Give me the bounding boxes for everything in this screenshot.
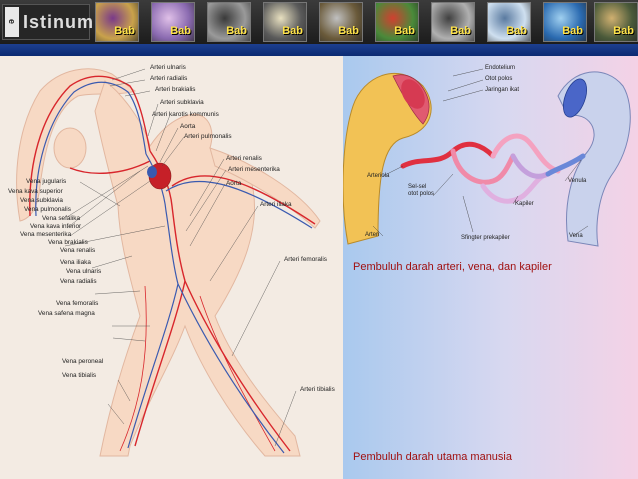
vessel-part-label: Kapiler	[515, 201, 534, 207]
vessel-part-label: Sfingter prekapiler	[461, 235, 510, 241]
vein-label: Vena kava superior	[8, 188, 63, 195]
vein-label: Vena subklavia	[20, 197, 63, 204]
vessel-part-label: Otot polos	[485, 76, 513, 82]
body-figure-illustration	[16, 68, 321, 457]
vein-label: Vena mesenterika	[20, 231, 72, 238]
chapter-thumbnail	[432, 3, 474, 41]
vessel-part-label: Endotelium	[485, 65, 516, 71]
vein-label: Vena radialis	[60, 278, 97, 285]
chapter-tab-label: Bab	[450, 25, 471, 37]
chapter-tab-1[interactable]: Bab	[95, 2, 139, 42]
artery-label: Arteri subklavia	[160, 99, 204, 106]
artery-label: Arteri iliaka	[260, 201, 292, 208]
chapter-thumbnail	[96, 3, 138, 41]
chapter-tab-6[interactable]: Bab	[375, 2, 419, 42]
chapter-tab-3[interactable]: Bab	[207, 2, 251, 42]
chapter-thumbnail	[544, 3, 586, 41]
body-caption: Pembuluh darah utama manusia	[353, 451, 512, 463]
vessel-part-label: Venula	[568, 178, 587, 184]
vessel-part-label: otot polos	[408, 191, 435, 197]
vein-label: Vena renalis	[60, 247, 96, 254]
vessel-structure-illustration	[343, 68, 631, 247]
logo-text: Istinum	[23, 12, 95, 32]
vessel-part-label: Arteri	[365, 232, 380, 238]
chapter-thumbnail	[264, 3, 306, 41]
vessel-part-label: Sel-sel	[408, 184, 427, 190]
chapter-tab-11[interactable]: Bab	[594, 2, 638, 42]
vein-label: Vena pulmonalis	[24, 206, 71, 213]
chapter-tab-2[interactable]: Bab	[151, 2, 195, 42]
chapter-thumbnail	[488, 3, 530, 41]
artery-label: Arteri brakialis	[155, 86, 196, 93]
artery-label: Aorta	[226, 180, 242, 187]
chapter-tab-label: Bab	[226, 25, 247, 37]
chapter-thumbnail	[320, 3, 362, 41]
logo-side-text: e	[5, 7, 19, 37]
artery-label: Arteri pulmonalis	[184, 133, 232, 140]
chapter-thumbnail	[376, 3, 418, 41]
vein-label: Vena jugularis	[26, 178, 67, 185]
chapter-thumbnail	[208, 3, 250, 41]
chapter-thumbnail	[152, 3, 194, 41]
vein-label: Vena iliaka	[60, 259, 91, 266]
chapter-tab-label: Bab	[562, 25, 583, 37]
vein-label: Vena peroneal	[62, 358, 104, 365]
chapter-tab-label: Bab	[170, 25, 191, 37]
chapter-tab-8[interactable]: Bab	[487, 2, 531, 42]
header-blue-strip	[0, 44, 638, 56]
artery-label: Arteri karotis kommunis	[152, 111, 219, 118]
vein-label: Vena tibialis	[62, 372, 97, 379]
chapter-tab-7[interactable]: Bab	[431, 2, 475, 42]
artery-label: Arteri tibialis	[300, 386, 335, 393]
artery-label: Arteri femoralis	[284, 256, 327, 263]
artery-label: Arteri renalis	[226, 155, 262, 162]
chapter-tab-5[interactable]: Bab	[319, 2, 363, 42]
chapter-thumbnail	[595, 3, 637, 41]
artery-label: Arteri radialis	[150, 75, 188, 82]
vein-label: Vena safena magna	[38, 310, 95, 317]
chapter-tab-label: Bab	[506, 25, 527, 37]
chapter-tab-9[interactable]: Bab	[543, 2, 587, 42]
app-logo[interactable]: e Istinum	[2, 4, 93, 40]
vein-label: Vena sefalika	[42, 215, 81, 222]
chapter-tab-label: Bab	[114, 25, 135, 37]
artery-label: Arteri mesenterika	[228, 166, 280, 173]
vessels-caption: Pembuluh darah arteri, vena, dan kapiler	[353, 261, 552, 273]
vein-label: Vena brakialis	[48, 239, 88, 246]
vessel-part-label: Jaringan ikat	[485, 87, 520, 93]
top-navigation-bar: e Istinum Bab Bab Bab Bab Bab Bab Bab Bab Bab Bab…	[0, 0, 638, 44]
vein-label: Vena ulnaris	[66, 268, 102, 275]
chapter-tab-4[interactable]: Bab	[263, 2, 307, 42]
chapter-tab-label: Bab	[338, 25, 359, 37]
artery-label: Aorta	[180, 123, 196, 130]
chapter-tab-label: Bab	[613, 25, 634, 37]
artery-label: Arteri ulnaris	[150, 64, 186, 71]
vessel-part-label: Arteriola	[367, 173, 390, 179]
vein-label: Vena kava inferior	[30, 223, 82, 230]
chapter-tab-label: Bab	[282, 25, 303, 37]
vein-label: Vena femoralis	[56, 300, 99, 307]
vessel-part-label: Vena	[569, 233, 583, 239]
chapter-tab-label: Bab	[394, 25, 415, 37]
